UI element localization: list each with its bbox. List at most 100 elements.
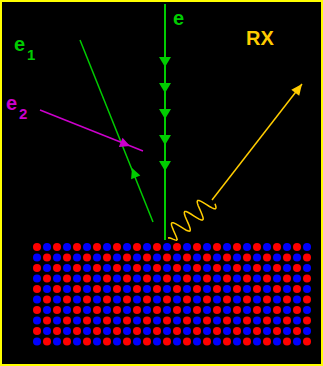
lattice-atom — [253, 254, 261, 262]
lattice-atom — [43, 285, 51, 293]
lattice-atom — [183, 285, 191, 293]
lattice-atom — [63, 306, 71, 314]
lattice-atom — [93, 243, 101, 251]
lattice-atom — [183, 327, 191, 335]
lattice-atom — [73, 285, 81, 293]
lattice-atom — [303, 317, 311, 325]
lattice-atom — [293, 264, 301, 272]
lattice-atom — [233, 275, 241, 283]
lattice-atom — [153, 306, 161, 314]
lattice-atom — [133, 338, 141, 346]
lattice-atom — [243, 285, 251, 293]
lattice-atom — [73, 264, 81, 272]
lattice-atom — [73, 275, 81, 283]
lattice-atom — [203, 338, 211, 346]
lattice-atom — [183, 264, 191, 272]
lattice-atom — [293, 243, 301, 251]
lattice-atom — [293, 327, 301, 335]
lattice-atom — [33, 275, 41, 283]
lattice-atom — [53, 243, 61, 251]
lattice-atom — [283, 327, 291, 335]
incident-electron-beam — [164, 4, 166, 240]
lattice-atom — [63, 275, 71, 283]
lattice-atom — [113, 264, 121, 272]
crystal-lattice — [33, 243, 311, 346]
lattice-atom — [83, 317, 91, 325]
lattice-atom — [183, 254, 191, 262]
x-ray-wave — [168, 201, 216, 241]
lattice-atom — [283, 254, 291, 262]
lattice-atom — [193, 296, 201, 304]
lattice-atom — [293, 306, 301, 314]
lattice-atom — [173, 327, 181, 335]
lattice-atom — [163, 285, 171, 293]
lattice-atom — [163, 243, 171, 251]
lattice-atom — [273, 264, 281, 272]
lattice-atom — [93, 264, 101, 272]
lattice-atom — [113, 327, 121, 335]
lattice-atom — [163, 296, 171, 304]
electron-label: e — [173, 8, 184, 28]
lattice-atom — [143, 285, 151, 293]
lattice-atom — [43, 317, 51, 325]
lattice-atom — [63, 317, 71, 325]
lattice-atom — [193, 285, 201, 293]
e2-arrowhead — [119, 138, 132, 151]
lattice-atom — [203, 327, 211, 335]
lattice-atom — [43, 296, 51, 304]
lattice-atom — [173, 264, 181, 272]
lattice-atom — [303, 243, 311, 251]
lattice-atom — [213, 327, 221, 335]
lattice-atom — [243, 243, 251, 251]
lattice-atom — [303, 306, 311, 314]
lattice-atom — [113, 243, 121, 251]
lattice-atom — [43, 275, 51, 283]
lattice-atom — [193, 327, 201, 335]
lattice-atom — [33, 317, 41, 325]
lattice-atom — [213, 306, 221, 314]
lattice-atom — [123, 264, 131, 272]
lattice-atom — [143, 243, 151, 251]
lattice-atom — [253, 243, 261, 251]
lattice-atom — [283, 306, 291, 314]
lattice-atom — [273, 285, 281, 293]
lattice-atom — [263, 338, 271, 346]
x-ray-label: RX — [246, 28, 274, 48]
beam-arrowhead — [159, 135, 171, 145]
lattice-atom — [83, 264, 91, 272]
lattice-atom — [203, 317, 211, 325]
lattice-atom — [253, 285, 261, 293]
lattice-atom — [143, 296, 151, 304]
lattice-atom — [263, 285, 271, 293]
lattice-atom — [113, 306, 121, 314]
lattice-atom — [43, 306, 51, 314]
lattice-atom — [193, 243, 201, 251]
lattice-atom — [303, 338, 311, 346]
lattice-atom — [73, 327, 81, 335]
lattice-atom — [223, 254, 231, 262]
lattice-atom — [103, 264, 111, 272]
beam-arrowhead — [159, 161, 171, 171]
lattice-atom — [293, 285, 301, 293]
lattice-atom — [153, 327, 161, 335]
lattice-atom — [133, 306, 141, 314]
lattice-atom — [103, 327, 111, 335]
lattice-atom — [263, 254, 271, 262]
lattice-atom — [83, 306, 91, 314]
lattice-atom — [203, 296, 211, 304]
lattice-atom — [303, 264, 311, 272]
lattice-atom — [73, 306, 81, 314]
lattice-atom — [153, 264, 161, 272]
lattice-atom — [33, 264, 41, 272]
lattice-atom — [73, 296, 81, 304]
lattice-atom — [183, 306, 191, 314]
lattice-atom — [203, 306, 211, 314]
lattice-atom — [63, 264, 71, 272]
lattice-atom — [243, 254, 251, 262]
lattice-atom — [203, 264, 211, 272]
lattice-atom — [93, 338, 101, 346]
lattice-atom — [163, 264, 171, 272]
lattice-atom — [63, 338, 71, 346]
lattice-atom — [103, 254, 111, 262]
